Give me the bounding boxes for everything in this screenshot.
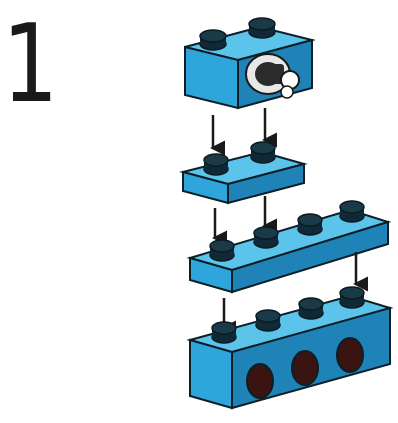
stud bbox=[299, 298, 323, 319]
plate-1x2 bbox=[183, 142, 304, 203]
plate-1x4 bbox=[190, 201, 388, 292]
stud bbox=[200, 30, 226, 50]
stud bbox=[210, 240, 234, 261]
stud bbox=[340, 201, 364, 222]
stud bbox=[256, 310, 280, 331]
brick-1x2-top bbox=[185, 18, 312, 108]
stud bbox=[204, 154, 228, 175]
technic-hole bbox=[337, 338, 363, 372]
technic-hole bbox=[292, 351, 318, 385]
stud bbox=[251, 142, 275, 163]
stud bbox=[212, 322, 236, 343]
stud bbox=[340, 287, 364, 308]
stud bbox=[254, 227, 278, 248]
technic-brick-1x4 bbox=[190, 287, 390, 408]
stud bbox=[298, 214, 322, 235]
stud bbox=[249, 18, 275, 38]
technic-hole bbox=[247, 364, 273, 398]
